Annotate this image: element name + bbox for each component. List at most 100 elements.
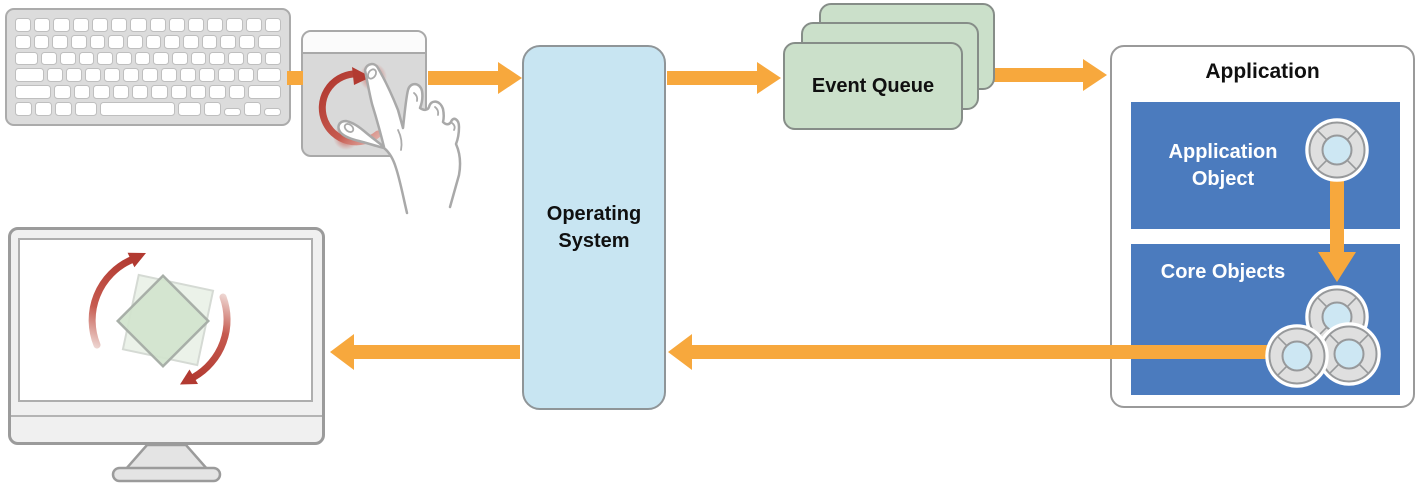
keyboard-key bbox=[246, 51, 263, 66]
keyboard-key bbox=[149, 18, 166, 32]
keyboard-key bbox=[145, 34, 162, 49]
keyboard-key bbox=[218, 68, 235, 83]
keyboard-key bbox=[73, 85, 91, 100]
keyboard-key bbox=[131, 85, 149, 100]
keyboard-key bbox=[183, 34, 199, 49]
keyboard-key bbox=[53, 18, 70, 32]
keyboard-key bbox=[239, 34, 255, 49]
keyboard-key bbox=[199, 68, 216, 83]
keyboard-key bbox=[168, 18, 185, 32]
keyboard-key bbox=[15, 85, 52, 100]
keyboard-key bbox=[209, 85, 226, 100]
keyboard-key bbox=[54, 85, 71, 100]
keyboard-key bbox=[226, 18, 243, 32]
keyboard-key bbox=[142, 68, 159, 83]
keyboard-key bbox=[15, 102, 33, 116]
keyboard-row bbox=[15, 18, 282, 32]
keyboard-key bbox=[78, 51, 95, 66]
keyboard-key bbox=[190, 51, 207, 66]
keyboard-row bbox=[15, 102, 281, 116]
keyboard-key bbox=[123, 68, 140, 83]
keyboard-key bbox=[264, 18, 282, 32]
flow-arrow-queue-to-app bbox=[993, 59, 1107, 91]
keyboard-key bbox=[187, 18, 205, 32]
keyboard-key bbox=[243, 102, 261, 116]
event-queue-card-front: Event Queue bbox=[783, 42, 963, 130]
keyboard-key bbox=[127, 34, 143, 49]
keyboard-key bbox=[15, 18, 32, 32]
keyboard-key bbox=[227, 51, 244, 66]
flow-arrow-os-to-display bbox=[330, 334, 520, 370]
keyboard-key bbox=[108, 34, 125, 49]
keyboard-key bbox=[55, 102, 73, 116]
keyboard-key bbox=[170, 85, 187, 100]
keyboard-key bbox=[263, 108, 281, 116]
keyboard-key bbox=[153, 51, 169, 66]
keyboard-key bbox=[257, 34, 281, 49]
keyboard-key bbox=[93, 85, 110, 100]
trackpad-top-strip bbox=[303, 32, 425, 54]
monitor-stand bbox=[111, 443, 222, 483]
keyboard-key bbox=[100, 102, 176, 116]
keyboard-key bbox=[178, 102, 201, 116]
application-box: Application Application Object Core Obje… bbox=[1110, 45, 1415, 408]
keyboard-key bbox=[52, 34, 69, 49]
keyboard-row bbox=[15, 68, 281, 83]
keyboard-row bbox=[15, 51, 281, 66]
keyboard-key bbox=[75, 102, 98, 116]
event-queue-label: Event Queue bbox=[811, 74, 935, 97]
keyboard-key bbox=[248, 85, 281, 100]
keyboard-key bbox=[91, 18, 109, 32]
flow-arrow-input-to-os bbox=[428, 62, 522, 94]
keyboard-key bbox=[34, 18, 51, 32]
application-title: Application bbox=[1205, 60, 1320, 83]
keyboard-key bbox=[189, 85, 207, 100]
keyboard-key bbox=[220, 34, 237, 49]
keyboard-key bbox=[111, 18, 128, 32]
keyboard-key bbox=[203, 102, 221, 116]
keyboard-key bbox=[33, 34, 50, 49]
keyboard-key bbox=[265, 51, 281, 66]
keyboard-key bbox=[59, 51, 76, 66]
keyboard-key bbox=[97, 51, 113, 66]
keyboard-key bbox=[66, 68, 83, 83]
keyboard-key bbox=[104, 68, 121, 83]
operating-system-box: Operating System bbox=[522, 45, 666, 410]
monitor-screen bbox=[18, 238, 313, 402]
keyboard-key bbox=[201, 34, 218, 49]
keyboard-key bbox=[151, 85, 168, 100]
keyboard-row bbox=[15, 85, 281, 100]
keyboard-key bbox=[171, 51, 188, 66]
keyboard-key bbox=[245, 18, 262, 32]
keyboard-key bbox=[15, 51, 39, 66]
keyboard-key bbox=[71, 34, 87, 49]
keyboard-key bbox=[47, 68, 64, 83]
keyboard-key bbox=[15, 68, 45, 83]
keyboard-key bbox=[164, 34, 181, 49]
keyboard-key bbox=[209, 51, 225, 66]
keyboard-key bbox=[130, 18, 147, 32]
monitor-icon bbox=[8, 227, 325, 445]
keyboard-key bbox=[207, 18, 224, 32]
keyboard-key bbox=[35, 102, 53, 116]
application-object-box: Application Object bbox=[1131, 102, 1400, 229]
keyboard-key bbox=[15, 34, 31, 49]
application-object-label: Application Object bbox=[1168, 140, 1278, 190]
keyboard-key bbox=[89, 34, 106, 49]
keyboard-key bbox=[237, 68, 254, 83]
keyboard-key bbox=[256, 68, 281, 83]
trackpad-icon bbox=[301, 30, 427, 157]
flow-arrow-os-to-queue bbox=[667, 62, 781, 94]
keyboard-icon bbox=[5, 8, 291, 126]
keyboard-key bbox=[134, 51, 151, 66]
keyboard-key bbox=[223, 108, 241, 116]
keyboard-key bbox=[228, 85, 246, 100]
keyboard-key bbox=[72, 18, 89, 32]
keyboard-key bbox=[180, 68, 197, 83]
keyboard-key bbox=[161, 68, 178, 83]
keyboard-row bbox=[15, 34, 281, 49]
keyboard-key bbox=[112, 85, 129, 100]
keyboard-key bbox=[115, 51, 132, 66]
core-objects-box: Core Objects bbox=[1131, 244, 1400, 395]
